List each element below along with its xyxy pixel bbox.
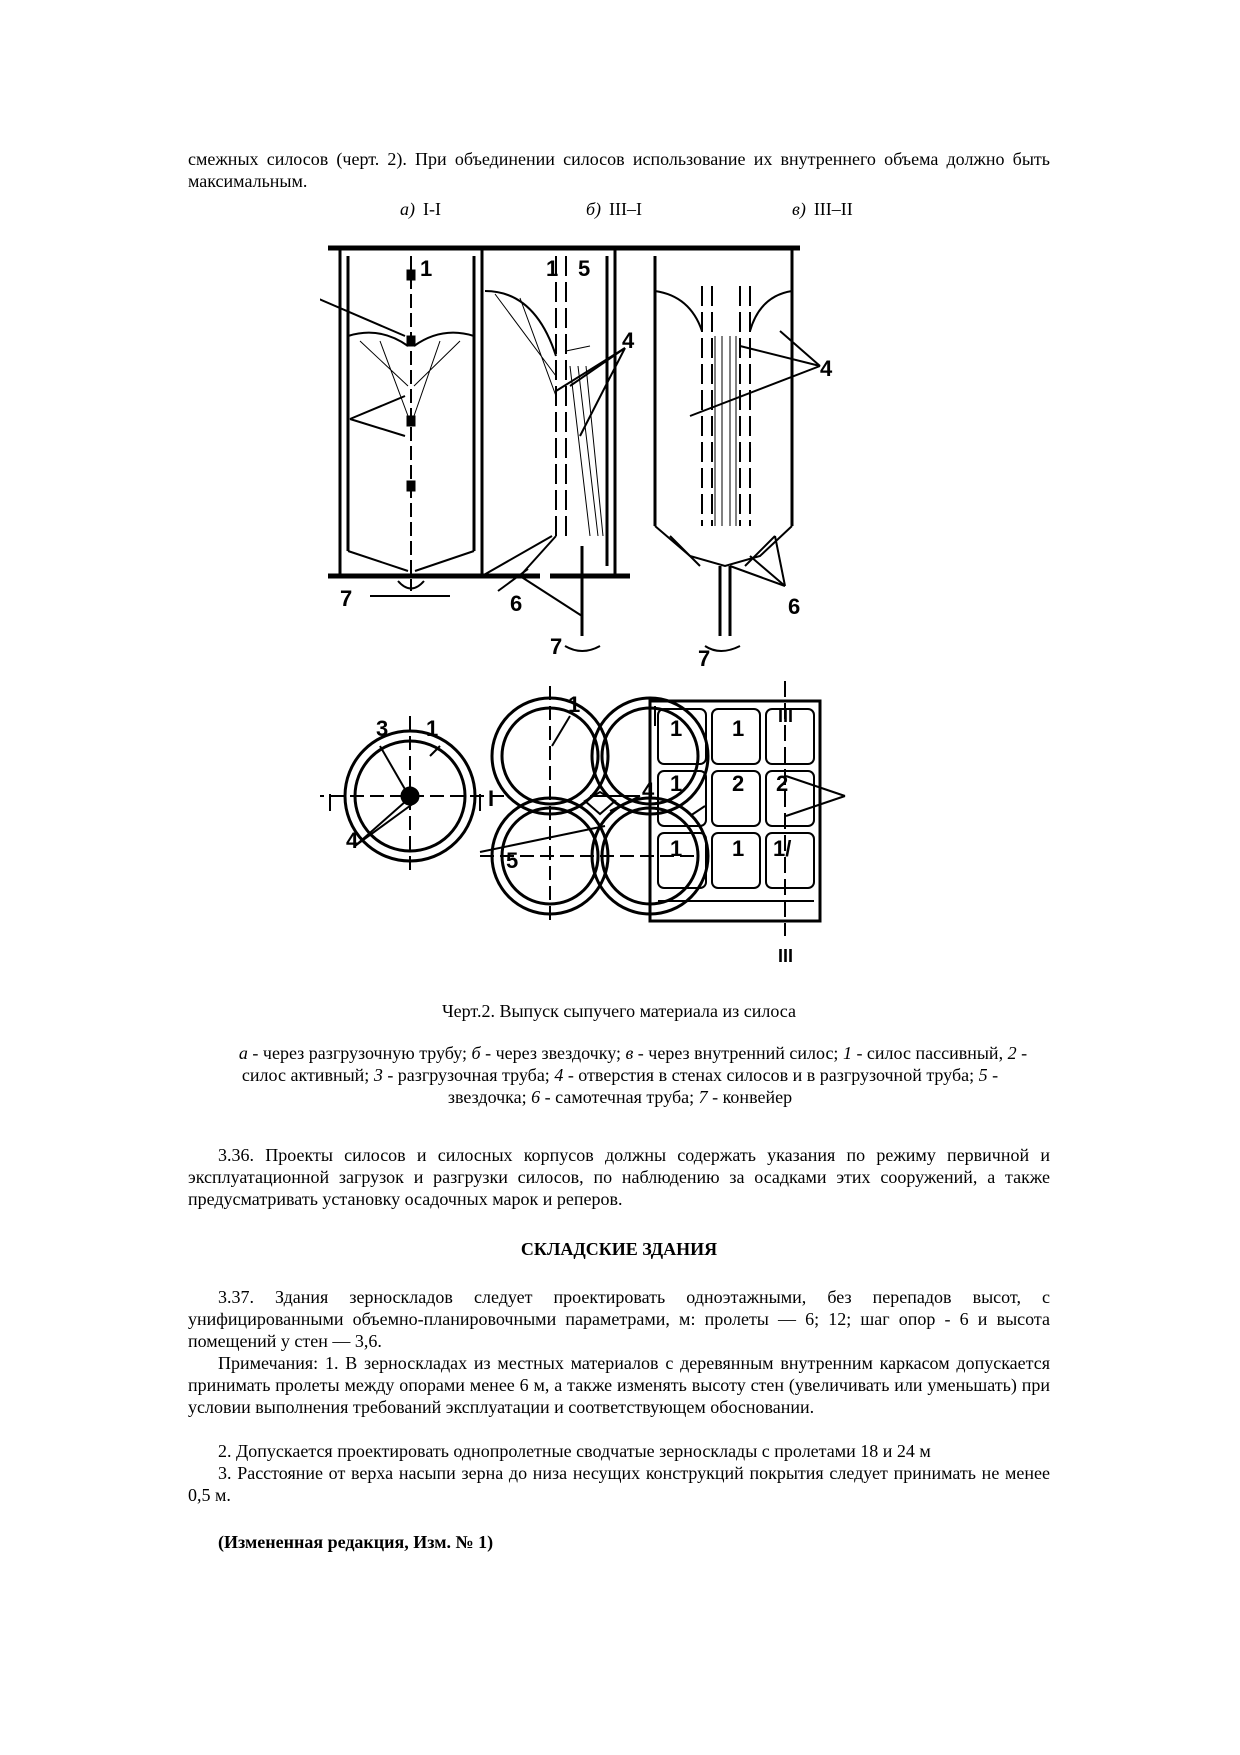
legend-text-2: - силос активный; (241, 1043, 1028, 1085)
view-heading-a: а) I-I (400, 199, 441, 220)
label-4-plan-a: 4 (346, 828, 359, 853)
legend-text-a: - через разгрузочную трубу; (247, 1043, 472, 1063)
amendment-note: (Измененная редакция, Изм. № 1) (218, 1532, 494, 1552)
plan-a-drawing (320, 716, 510, 876)
section-b-drawing (470, 245, 638, 652)
note-1: Примечания: 1. В зерноскладах из местных… (188, 1353, 1050, 1417)
label-4-c: 4 (820, 356, 833, 381)
label-6-c: 6 (788, 594, 800, 619)
view-heading-c: в) III–II (792, 199, 853, 220)
label-6-b: 6 (510, 591, 522, 616)
view-letter-a: а) (400, 199, 415, 219)
view-letter-c: в) (792, 199, 806, 219)
label-1-plan-c-a: 1 (670, 771, 682, 796)
legend-key-b: б (471, 1043, 481, 1063)
label-2-plan-c-a: 2 (732, 771, 744, 796)
intro-paragraph: смежных силосов (черт. 2). При объединен… (188, 149, 1050, 191)
label-1-plan-c-c: 1 (732, 716, 744, 741)
legend-text-3: - разгрузочная труба; (382, 1065, 555, 1085)
legend-text-4: - отверстия в стенах силосов и в разгруз… (563, 1065, 979, 1085)
legend-key-1: 1 (842, 1043, 852, 1063)
legend-text-5: - звездочка; (447, 1065, 999, 1107)
legend-text-c: - через внутренний силос; (633, 1043, 843, 1063)
label-5-b: 5 (578, 256, 590, 281)
label-1-plan-a: 1 (426, 716, 438, 741)
section-title: СКЛАДСКИЕ ЗДАНИЯ (520, 1239, 718, 1259)
paragraph-3-37: 3.37. Здания зерноскладов следует проект… (188, 1287, 1050, 1351)
legend-key-5: 5 (978, 1065, 988, 1085)
legend-key-a: а (238, 1043, 248, 1063)
view-letter-b: б) (586, 199, 602, 219)
label-roman-1-right: I (488, 786, 494, 811)
label-3-plan: 3 (376, 716, 388, 741)
label-5-plan-b: 5 (506, 848, 518, 873)
legend-text-1: - силос пассивный, (851, 1043, 1008, 1063)
section-c-drawing (638, 245, 821, 652)
legend-key-6: 6 (531, 1087, 541, 1107)
note-2: 2. Допускается проектировать однопролетн… (218, 1441, 931, 1461)
view-section-a: I-I (423, 199, 441, 219)
label-1-plan-b: 1 (568, 692, 580, 717)
legend-key-4: 4 (554, 1065, 564, 1085)
figure-caption-title: Черт.2. Выпуск сыпучего материала из сил… (441, 1001, 796, 1021)
legend-text-b: - через звездочку; (480, 1043, 626, 1063)
label-roman-3-top: III (778, 706, 793, 726)
silo-drawing: 1 3 4 7 1 5 4 6 7 4 6 7 3 1 4 I I 1 4 5 … (320, 245, 846, 966)
view-section-c: III–II (813, 199, 853, 219)
label-1-a: 1 (420, 256, 432, 281)
figure-view-headings: а) I-I б) III–I в) III–II (0, 199, 1240, 223)
label-7-b: 7 (550, 634, 562, 659)
label-7-c: 7 (698, 646, 710, 671)
label-4-plan-b: 4 (642, 778, 655, 803)
label-1-4-plan-c: 1/ (773, 836, 791, 861)
plan-c-drawing (648, 681, 846, 936)
legend-text-6: - самотечная труба; (540, 1087, 699, 1107)
legend-text-7: - конвейер (707, 1087, 793, 1107)
section-a-drawing (320, 245, 500, 597)
label-2-plan-c-b: 2 (776, 771, 788, 796)
label-7-a: 7 (340, 586, 352, 611)
label-1-plan-c-d: 1 (670, 836, 682, 861)
view-heading-b: б) III–I (586, 199, 642, 220)
paragraph-3-36: 3.36. Проекты силосов и силосных корпусо… (188, 1145, 1050, 1209)
note-3: 3. Расстояние от верха насыпи зерна до н… (188, 1463, 1050, 1505)
label-1-plan-c-b: 1 (670, 716, 682, 741)
legend-key-c: в (625, 1043, 634, 1063)
legend-key-7: 7 (698, 1087, 708, 1107)
view-section-b: III–I (609, 199, 643, 219)
legend-key-3: 3 (373, 1065, 383, 1085)
figure-legend: а - через разгрузочную трубу; б - через … (210, 1042, 1030, 1108)
label-roman-3-bottom: III (778, 946, 793, 966)
label-4-b: 4 (622, 328, 635, 353)
legend-key-2: 2 (1007, 1043, 1017, 1063)
label-1-plan-c-e: 1 (732, 836, 744, 861)
label-1-b: 1 (546, 256, 558, 281)
